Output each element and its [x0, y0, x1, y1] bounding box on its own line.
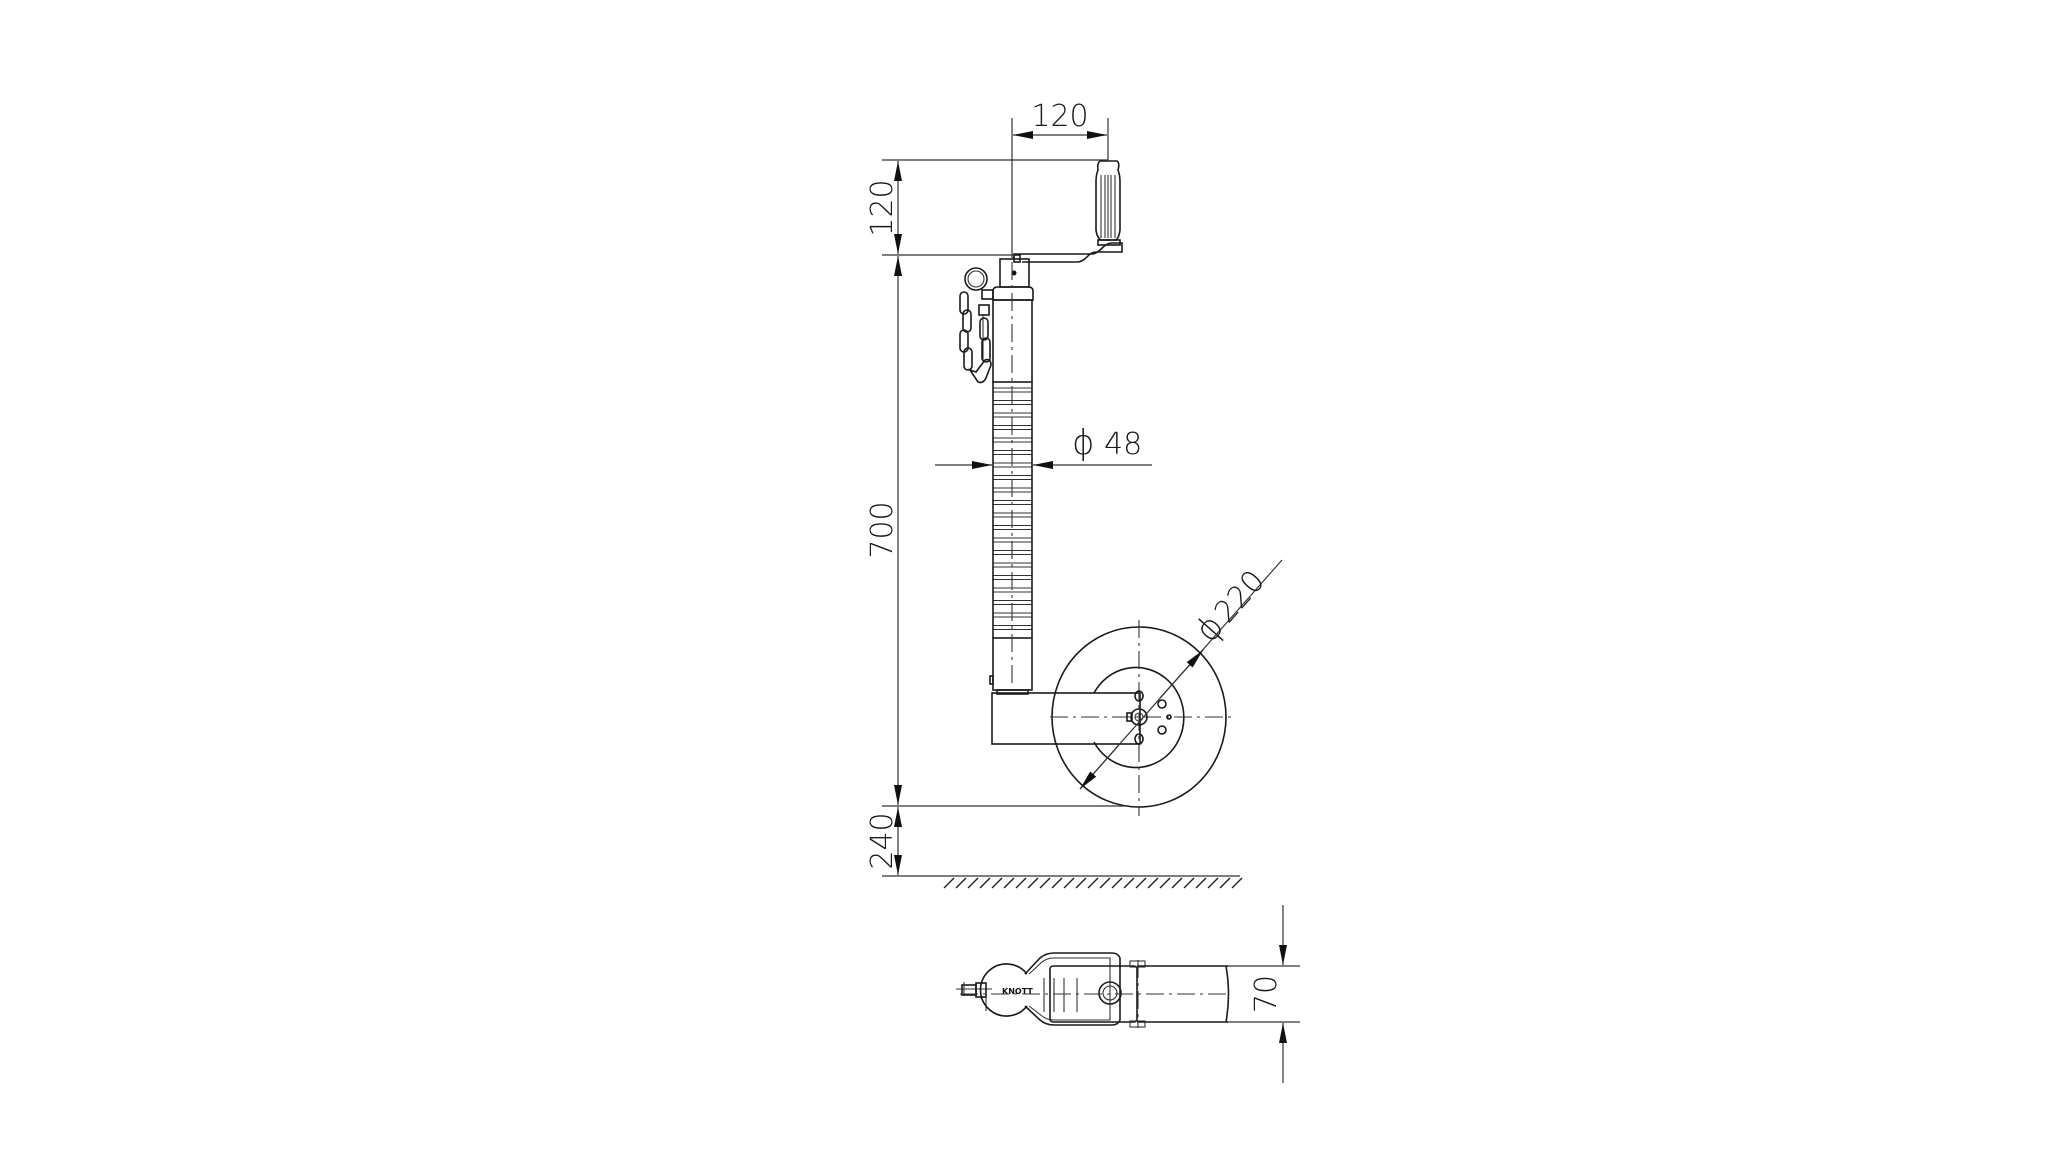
wheel	[1050, 620, 1235, 816]
ground-line	[882, 875, 1243, 889]
spindle	[992, 258, 1034, 301]
main-tube	[989, 262, 1033, 695]
dimensions: 120 120 700 240 ϕ 48 ϕ 220	[865, 99, 1283, 875]
dim-handle-offset: 120	[1031, 99, 1088, 134]
dim-handle-height: 120	[865, 179, 900, 236]
wheel-fork	[991, 692, 1141, 745]
svg-text:48: 48	[1104, 427, 1142, 462]
top-view: KNOTT 70	[956, 905, 1300, 1083]
dim-wheel-diameter: ϕ 220	[1187, 564, 1272, 651]
safety-chain	[959, 267, 994, 384]
dim-tube-diameter: ϕ 48	[1072, 423, 1142, 463]
crank-handle	[1013, 160, 1123, 263]
dim-tube-length: 700	[865, 501, 900, 558]
dim-ground-clearance: 240	[865, 812, 900, 869]
side-view	[882, 118, 1243, 889]
svg-text:ϕ: ϕ	[1072, 423, 1094, 463]
svg-text:220: 220	[1208, 564, 1272, 630]
brand-mark: KNOTT	[1002, 987, 1033, 996]
dim-wheel-width: 70	[1249, 975, 1284, 1013]
